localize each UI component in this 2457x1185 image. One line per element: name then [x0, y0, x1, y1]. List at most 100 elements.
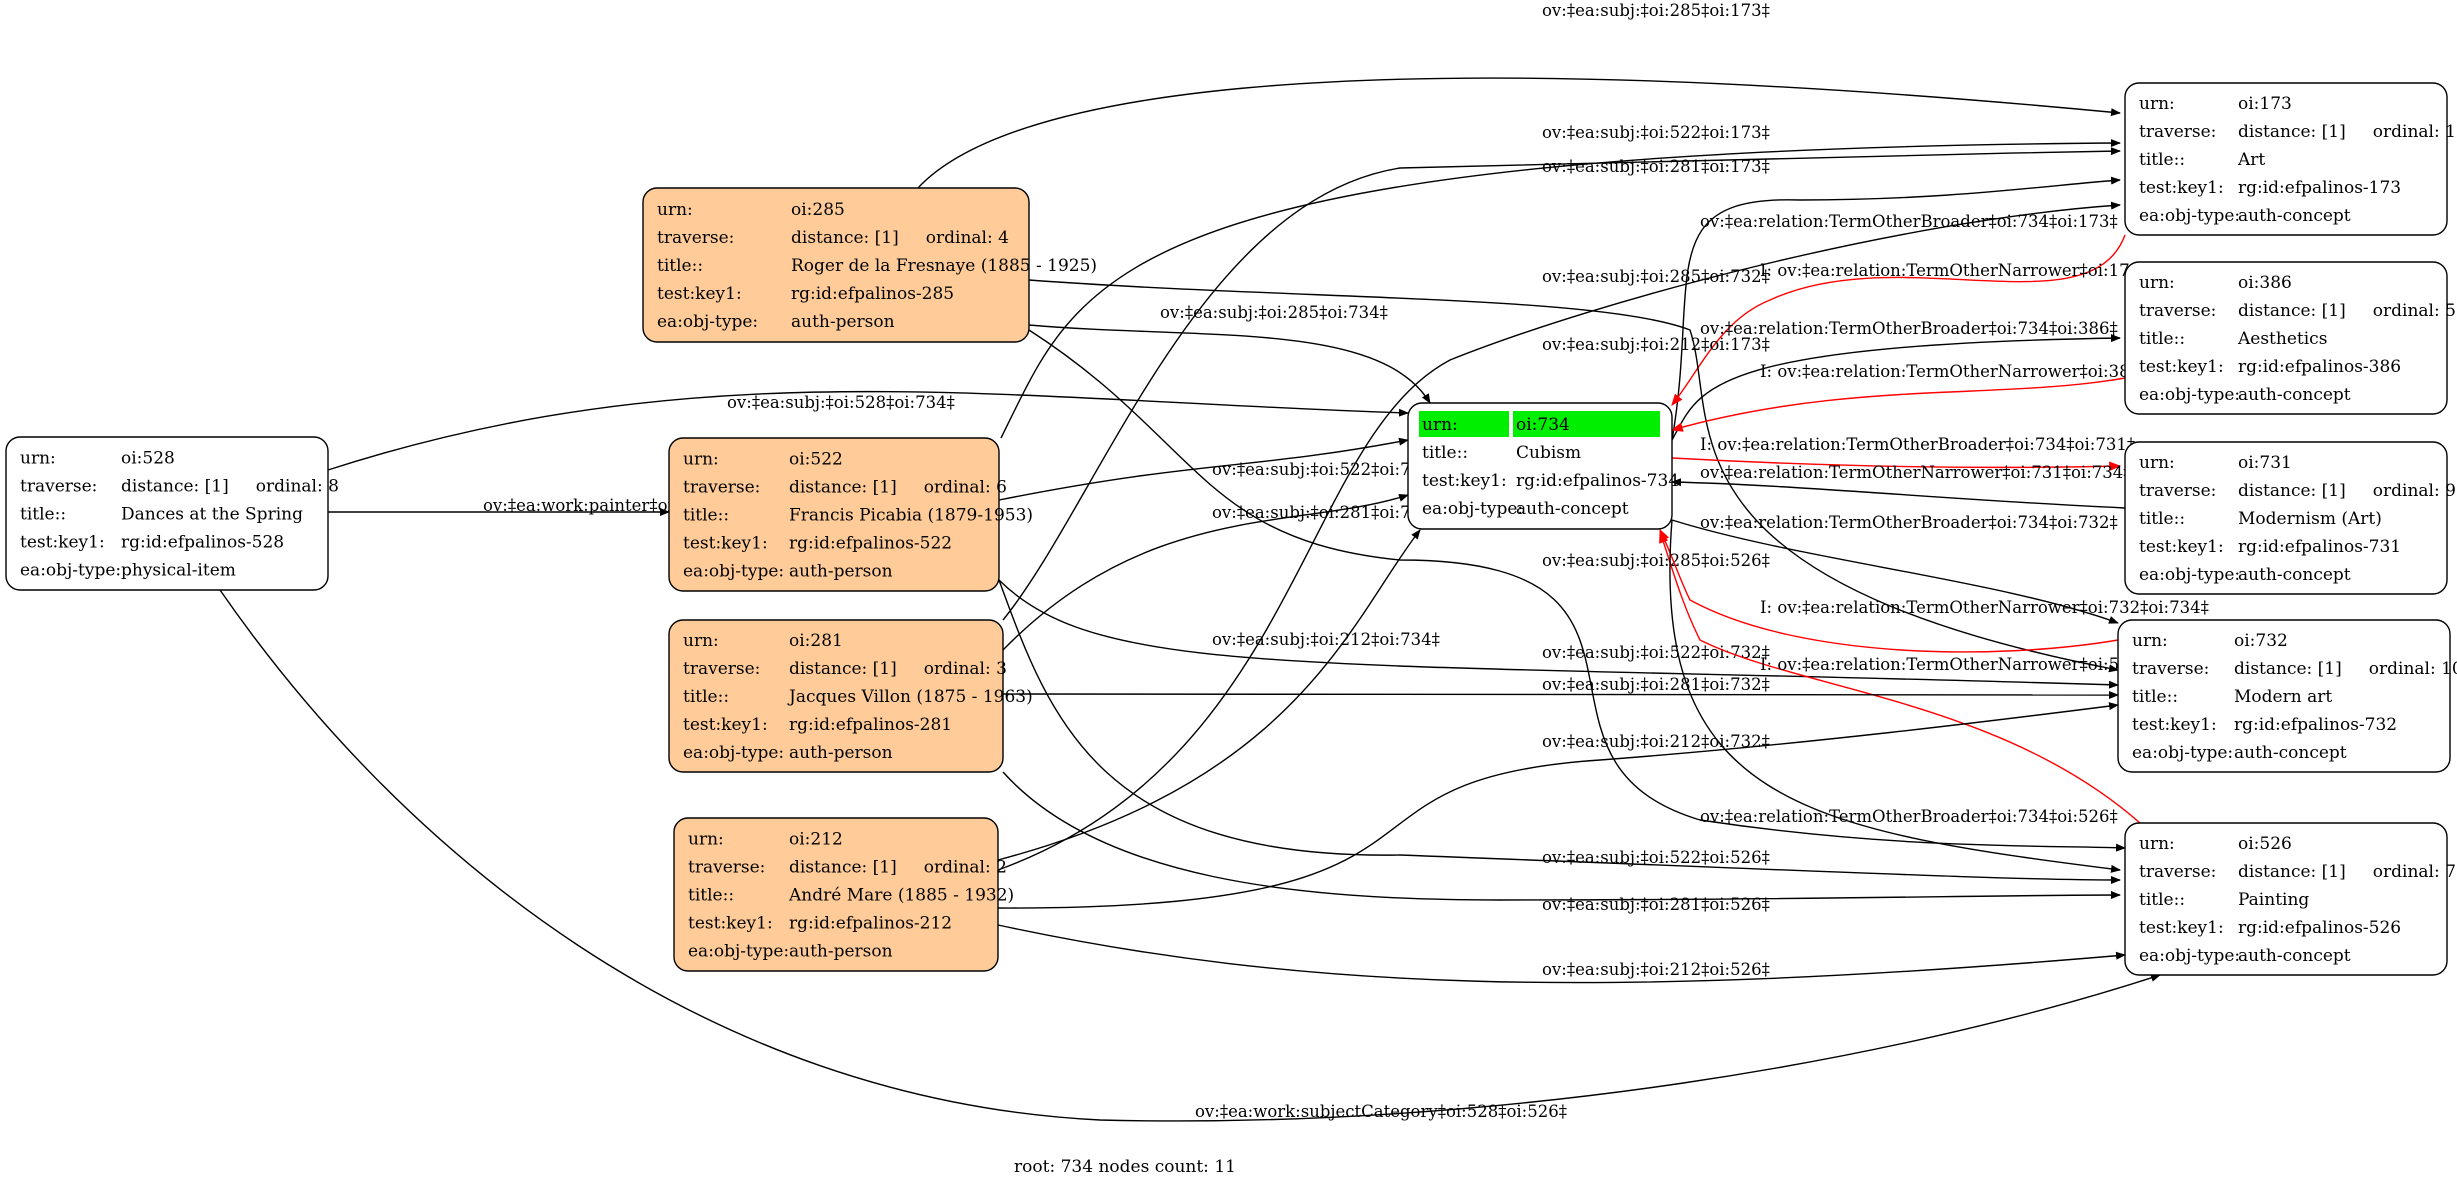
edge-line [1659, 528, 2119, 653]
node-field-key: urn: [1422, 415, 1458, 435]
node-field-key: title:: [1422, 443, 1468, 463]
edge-12: ov:‡ea:subj:‡oi:522‡oi:734‡ [998, 437, 1440, 501]
edge-1: ov:‡ea:subj:‡oi:522‡oi:173‡ [1000, 123, 2121, 439]
node-field-value: oi:522 [789, 450, 843, 470]
node-field-value: auth-person [789, 562, 893, 582]
edge-label: ov:‡ea:subj:‡oi:281‡oi:734‡ [1212, 503, 1440, 522]
node-field-value: oi:281 [789, 631, 843, 651]
edge-label: ov:‡ea:subj:‡oi:281‡oi:173‡ [1542, 157, 1770, 176]
node-field-value: auth-concept [2238, 206, 2351, 226]
node-field-value: Art [2237, 150, 2265, 170]
edge-label: I: ov:‡ea:relation:TermOtherNarrower‡oi:… [1760, 261, 2209, 280]
node-field-value: rg:id:efpalinos-732 [2234, 715, 2397, 735]
node-field-key: test:key1: [20, 533, 105, 553]
node-field-value: oi:285 [791, 200, 845, 220]
node-field-value: distance: [1] ordinal: 8 [121, 477, 339, 497]
edge-24: ov:‡ea:relation:TermOtherBroader‡oi:734‡… [1669, 519, 2121, 873]
node-field-key: title:: [688, 886, 734, 906]
nodes-layer: urn: oi:528 traverse: distance: [1] ordinal… [5, 82, 2457, 976]
edge-line [1028, 279, 2119, 673]
node-box [668, 437, 1000, 592]
node-field-value: auth-concept [2234, 743, 2347, 763]
node-field-value: Jacques Villon (1875 - 1963) [787, 687, 1033, 707]
edge-13: ov:‡ea:relation:TermOtherNarrower‡oi:731… [1671, 463, 2132, 509]
node-field-key: test:key1: [2139, 178, 2224, 198]
edge-label: ov:‡ea:relation:TermOtherNarrower‡oi:731… [1700, 463, 2132, 482]
edge-23: ov:‡ea:subj:‡oi:212‡oi:732‡ [997, 702, 2119, 909]
node-field-value: distance: [1] ordinal: 7 [2238, 862, 2456, 882]
node-field-value: Cubism [1516, 443, 1581, 463]
node-field-value: oi:528 [121, 449, 175, 469]
node-field-key: test:key1: [683, 534, 768, 554]
edges-layer: ov:‡ea:subj:‡oi:285‡oi:173‡ ov:‡ea:subj:‡… [219, 1, 2209, 1122]
graph-footer: root: 734 nodes count: 11 [1014, 1157, 1236, 1177]
edge-line [998, 579, 2121, 884]
edge-4: I: ov:‡ea:relation:TermOtherNarrower‡oi:… [1671, 234, 2209, 406]
edge-label: ov:‡ea:subj:‡oi:212‡oi:173‡ [1542, 335, 1770, 354]
node-field-value: oi:212 [789, 830, 843, 850]
node-field-key: traverse: [20, 477, 97, 497]
edge-line [1002, 147, 2121, 621]
node-field-key: urn: [683, 450, 719, 470]
edge-line [1028, 324, 1431, 404]
node-box [642, 187, 1030, 343]
node-field-key: traverse: [2132, 659, 2209, 679]
node-field-key: test:key1: [2139, 537, 2224, 557]
node-field-key: test:key1: [2132, 715, 2217, 735]
node-field-value: physical-item [121, 561, 236, 581]
node-field-key: traverse: [2139, 301, 2216, 321]
edge-28: ov:‡ea:work:subjectCategory‡oi:528‡oi:52… [219, 589, 2161, 1122]
node-field-key: title:: [2139, 509, 2185, 529]
node-field-value: auth-person [789, 743, 893, 763]
node-box [2124, 261, 2448, 415]
edge-9: I: ov:‡ea:relation:TermOtherNarrower‡oi:… [1670, 362, 2209, 432]
node-field-key: ea:obj-type: [2139, 565, 2240, 585]
edge-line [1669, 519, 2121, 873]
node-field-key: title:: [2139, 150, 2185, 170]
node-field-value: Francis Picabia (1879-1953) [789, 506, 1033, 526]
edge-line [1028, 329, 2126, 852]
node-field-value: Modernism (Art) [2238, 509, 2382, 529]
edge-line [998, 437, 1409, 501]
node-field-value: André Mare (1885 - 1932) [788, 886, 1014, 906]
node-field-value: rg:id:efpalinos-526 [2238, 918, 2401, 938]
edge-2: ov:‡ea:subj:‡oi:281‡oi:173‡ [1002, 147, 2121, 621]
node-field-value: rg:id:efpalinos-281 [789, 715, 952, 735]
node-box [2124, 441, 2448, 595]
edge-label: ov:‡ea:subj:‡oi:522‡oi:173‡ [1542, 123, 1770, 142]
edge-label: ov:‡ea:subj:‡oi:281‡oi:732‡ [1542, 675, 1770, 694]
edge-line [997, 702, 2119, 909]
node-field-value: rg:id:efpalinos-212 [789, 914, 952, 934]
root-highlight [1419, 411, 1509, 437]
node-field-key: ea:obj-type: [657, 312, 758, 332]
node-field-key: ea:obj-type: [2139, 206, 2240, 226]
node-field-value: oi:386 [2238, 273, 2292, 293]
edge-label: ov:‡ea:subj:‡oi:212‡oi:526‡ [1542, 960, 1770, 979]
edge-label: ov:‡ea:relation:TermOtherBroader‡oi:734‡… [1700, 319, 2118, 338]
edge-10: ov:‡ea:subj:‡oi:528‡oi:734‡ [327, 390, 1409, 471]
node-field-key: urn: [2139, 453, 2175, 473]
node-field-value: auth-person [791, 312, 895, 332]
edge-label: ov:‡ea:relation:TermOtherBroader‡oi:734‡… [1700, 807, 2118, 826]
node-field-value: rg:id:efpalinos-528 [121, 533, 284, 553]
edge-label: I: ov:‡ea:relation:TermOtherNarrower‡oi:… [1760, 362, 2209, 381]
edge-line [1671, 519, 2119, 624]
node-field-value: distance: [1] ordinal: 9 [2238, 481, 2456, 501]
node-field-value: distance: [1] ordinal: 3 [789, 659, 1007, 679]
node-field-key: urn: [683, 631, 719, 651]
node-field-key: test:key1: [688, 914, 773, 934]
node-field-key: urn: [657, 200, 693, 220]
node-field-value: distance: [1] ordinal: 10 [2234, 659, 2457, 679]
node-field-key: urn: [2139, 94, 2175, 114]
node-field-key: title:: [2139, 890, 2185, 910]
edge-label: ov:‡ea:subj:‡oi:285‡oi:173‡ [1542, 1, 1770, 20]
edge-label: ov:‡ea:subj:‡oi:522‡oi:526‡ [1542, 848, 1770, 867]
node-field-key: traverse: [2139, 481, 2216, 501]
node-field-value: rg:id:efpalinos-734 [1516, 471, 1679, 491]
node-field-key: urn: [2139, 273, 2175, 293]
